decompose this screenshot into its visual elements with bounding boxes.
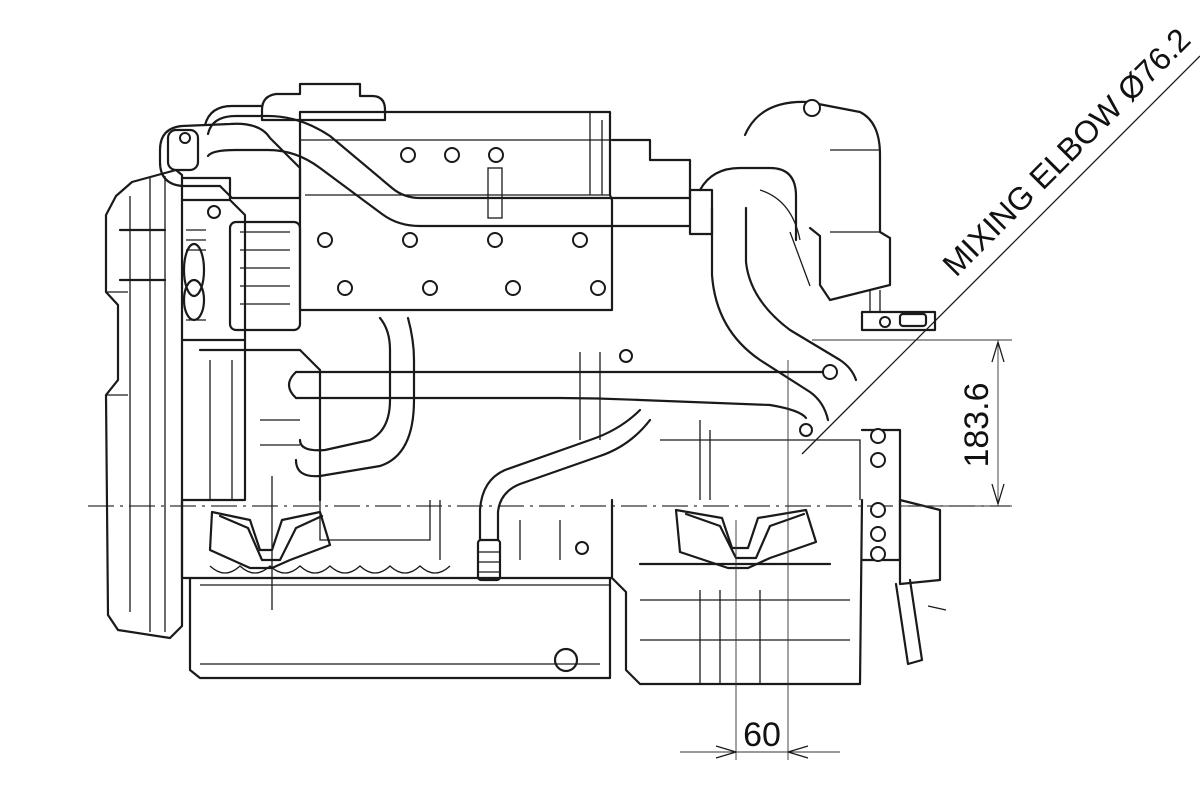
front-pulley xyxy=(104,168,184,640)
rear-engine-mount xyxy=(674,508,818,570)
front-engine-mount xyxy=(208,476,332,610)
mixing-elbow-leader xyxy=(801,55,1200,455)
gearbox xyxy=(610,420,947,686)
dimension-horizontal xyxy=(680,360,840,760)
front-accessories xyxy=(180,176,322,502)
upper-hoses xyxy=(158,82,387,200)
water-pipe-upper xyxy=(206,114,714,236)
dimension-vertical xyxy=(812,339,1012,507)
dimension-vertical-label: 183.6 xyxy=(958,382,996,467)
dimension-horizontal-label: 60 xyxy=(743,716,781,754)
engine-block xyxy=(180,498,614,680)
cylinder-head xyxy=(298,110,692,312)
mixing-elbow-label: MIXING ELBOW Ø76.2 xyxy=(935,21,1197,283)
intake-hoses xyxy=(287,316,838,582)
exhaust-elbow xyxy=(698,99,937,422)
